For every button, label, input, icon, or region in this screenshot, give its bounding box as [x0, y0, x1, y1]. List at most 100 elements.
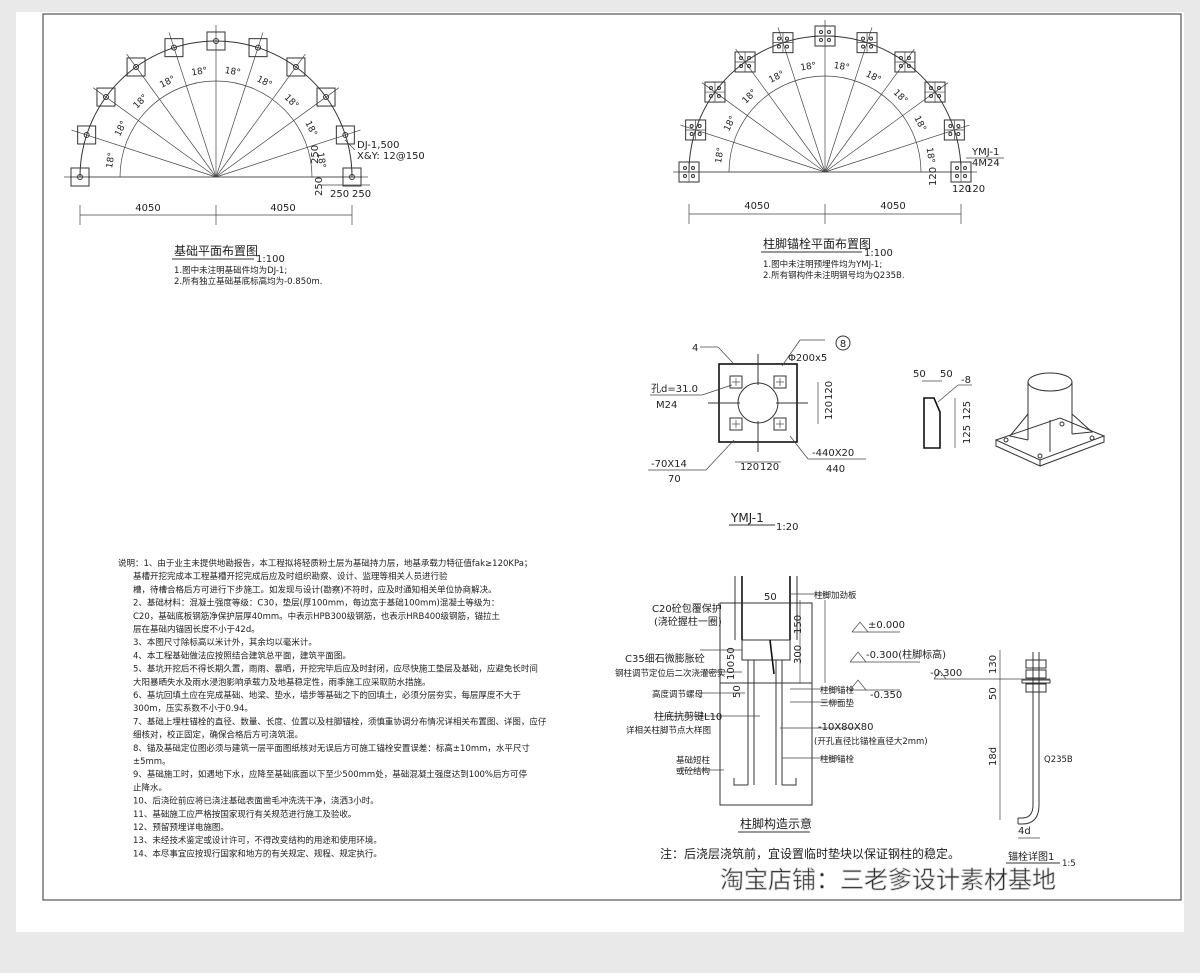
stiffener-dim-50-a: 50	[913, 369, 926, 380]
note-line: 11、基础施工应严格按国家现行有关规范进行施工及验收。	[133, 809, 356, 820]
watermark: 淘宝店铺：三老爹设计素材基地	[720, 866, 1056, 894]
note-line: C20，基础底板钢筋净保护层厚40mm。中表示HPB300级钢筋，也表示HRB4…	[133, 611, 501, 622]
dim-250-a: 250	[310, 145, 321, 164]
angle-label: 18°	[833, 61, 850, 73]
plate-dim-120-b: 120	[760, 462, 779, 473]
plate-dim-120-c: 120	[824, 401, 835, 420]
section-note: 注：后浇层浇筑前，宜设置临时垫块以保证钢柱的稳定。	[660, 846, 960, 861]
note-line: 5、基坑开挖后不得长期久置，雨雨、暴晒，开挖完毕后应及时封闭，应尽快施工垫层及基…	[133, 664, 538, 675]
section-dim-150: 150	[793, 615, 804, 634]
elev-column: -0.300(柱脚标高)	[866, 648, 946, 661]
shear-key-label: 柱底抗剪键L10	[654, 710, 722, 723]
note-line: 2、基础材料：混凝土强度等级：C30，垫层(厚100mm，每边宽于基础100mm…	[133, 598, 499, 609]
dim-right: 4050	[270, 203, 295, 214]
plate-size: -440X20	[812, 448, 854, 459]
note-line: 14、本尽事宜应按现行国家和地方的有关规定、规程、规定执行。	[133, 848, 382, 859]
foundation-note-2: 2.所有独立基础基底标高均为-0.850m.	[174, 276, 323, 287]
anchor-dim-130: 130	[988, 655, 999, 674]
c20-sub-label: (浇砼握柱一圈)	[654, 615, 722, 628]
drawing-border	[42, 13, 1182, 901]
anchor-dim-left: 4050	[744, 201, 769, 212]
section-dim-50-c: 50	[732, 685, 743, 698]
anchor-dim-right: 4050	[880, 201, 905, 212]
note-line: 7、基础上埋柱锚栓的直径、数量、长度、位置以及柱脚锚栓，须慎重协调分布情况详相关…	[133, 716, 547, 727]
anchor-dim-120-c: 120	[966, 184, 985, 195]
angle-label: 18°	[924, 147, 936, 164]
section-dim-50-b: 50	[726, 647, 737, 660]
section-dim-300: 300	[793, 645, 804, 664]
dim-250-b: 250	[314, 177, 325, 196]
stiffener-plate-label: 柱脚加劲板	[814, 590, 857, 601]
anchor-label-1: 柱脚锚栓	[820, 685, 855, 696]
ymj-label: YMJ-1	[971, 147, 999, 158]
foundation-note-1: 1.图中未注明基础件均为DJ-1;	[174, 265, 287, 276]
note-line: 10、后浇砼前应将已浇注基础表面凿毛冲洗洗干净，浇洒3小时。	[133, 796, 379, 807]
plate-dim-120-a: 120	[740, 462, 759, 473]
anchor-plan-scale: 1:100	[864, 248, 893, 259]
note-line: 6、基坑回填土应在完成基础、地梁、垫水，墙步等基础之下的回填土，必须分层夯实，每…	[133, 690, 521, 701]
stiffener-detail: 50 50 -8 125 125	[913, 369, 973, 449]
washer-label: 三柳面垫	[820, 698, 855, 709]
anchor-label-2: 柱脚锚栓	[820, 754, 855, 765]
dj-label: DJ-1,500	[357, 140, 400, 151]
rebar-label: X&Y: 12@150	[357, 151, 425, 162]
note-line: 槽，待槽合格后方可进行下步施工。如发现与设计(勘察)不符时，应及时通知相关单位协…	[133, 584, 497, 595]
grout-label: 钢柱调节定位后二次浇灌密实	[615, 668, 726, 679]
angle-label: 18°	[224, 66, 241, 78]
stiffener-thickness: -8	[961, 375, 971, 386]
note-line: 8、锚及基础定位图必须与建筑一层平面图纸核对无误后方可施工锚栓安置误差：标高±1…	[133, 743, 530, 754]
pedestal-label: 基础短柱	[676, 755, 711, 766]
embed-plate-detail: 4 8 Φ200x5 孔d=31.0 M24 -70X14 70 -440X20…	[648, 335, 866, 533]
washer-size: -10X80X80	[818, 722, 873, 733]
anchor-detail-scale: 1:5	[1062, 859, 1076, 869]
dim-250-d: 250	[352, 189, 371, 200]
section-dim-100: 100	[726, 661, 737, 680]
note-line: 13、未经技术鉴定或设计许可，不得改变结构的用途和使用环境。	[133, 835, 382, 846]
section-dim-50: 50	[764, 592, 777, 603]
angle-label: 18°	[800, 61, 817, 73]
elev-350: -0.350	[870, 690, 902, 701]
foundation-plan-scale: 1:100	[256, 254, 285, 265]
tube-size: Φ200x5	[788, 353, 827, 364]
c20-label: C20砼包覆保护	[652, 602, 722, 615]
stiffener-dim-125-a: 125	[962, 401, 973, 420]
anchor-detail-title: 锚栓详图1	[1008, 850, 1054, 863]
angle-label: 18°	[315, 152, 327, 169]
paper	[16, 12, 1184, 932]
foundation-plan: 18°18°18°18°18°18°18°18°18°18° 4050 4050…	[64, 25, 425, 287]
leveling-nut-label: 高度调节螺母	[652, 689, 703, 700]
note-line: 9、基础施工时，如遇地下水，应降至基础底面以下至少500mm处，基础混凝土强度达…	[133, 769, 527, 780]
angle-label: 18°	[714, 147, 726, 164]
note-line: 300m，压实系数不小于0.94。	[133, 703, 253, 714]
anchor-dim-18d: 18d	[988, 747, 999, 766]
stiffener-size: -70X14	[651, 459, 687, 470]
plate-width: 440	[826, 464, 845, 475]
note-line: 大阳暴晒失水及雨水浸泡影响承载力及地基稳定性，雨季施工应采取防水措施。	[133, 677, 431, 688]
plate-dim-120-d: 120	[824, 381, 835, 400]
anchor-elev: -0.300	[930, 668, 962, 679]
anchor-plan: 18°18°18°18°18°18°18°18°18°18° 4050 4050…	[673, 20, 1004, 281]
note-line: 止降水。	[133, 782, 167, 793]
section-title: 柱脚构造示意	[740, 816, 812, 831]
embed-plate-title: YMJ-1	[730, 511, 764, 525]
note-line: 说明：1、由于业主未提供地勘报告，本工程拟将轻质粉土层为基础持力层，地基承载力特…	[118, 558, 532, 569]
c35-label: C35细石微膨胀砼	[625, 652, 705, 665]
note-line: 4、本工程基础做法应按照结合建筑总平面，建筑平面图。	[133, 650, 351, 661]
embed-plate-scale: 1:20	[776, 522, 798, 533]
note-line: 3、本图尺寸除标高以米计外，其余均以毫米计。	[133, 637, 317, 648]
weld-size: 4	[692, 343, 698, 354]
bolt-size: M24	[656, 400, 677, 411]
dim-250-c: 250	[330, 189, 349, 200]
stiffener-dim-125-b: 125	[962, 425, 973, 444]
washer-hole-note: (开孔直径比锚栓直径大2mm)	[814, 736, 928, 747]
note-line: 基槽开挖完成本工程基槽开挖完成后应及时组织勘察、设计、监理等相关人员进行验	[133, 571, 448, 582]
base-isometric	[994, 372, 1106, 467]
anchor-bolt-detail: -0.300 130 50 18d 4d Q235B 锚栓详图1 1:5	[930, 650, 1076, 869]
detail-circle-number: 8	[840, 339, 846, 350]
angle-label: 18°	[191, 66, 208, 78]
pedestal-sub-label: 或砼结构	[676, 766, 710, 777]
anchor-plan-title: 柱脚锚栓平面布置图	[763, 236, 871, 251]
stiffener-width: 70	[668, 474, 681, 485]
